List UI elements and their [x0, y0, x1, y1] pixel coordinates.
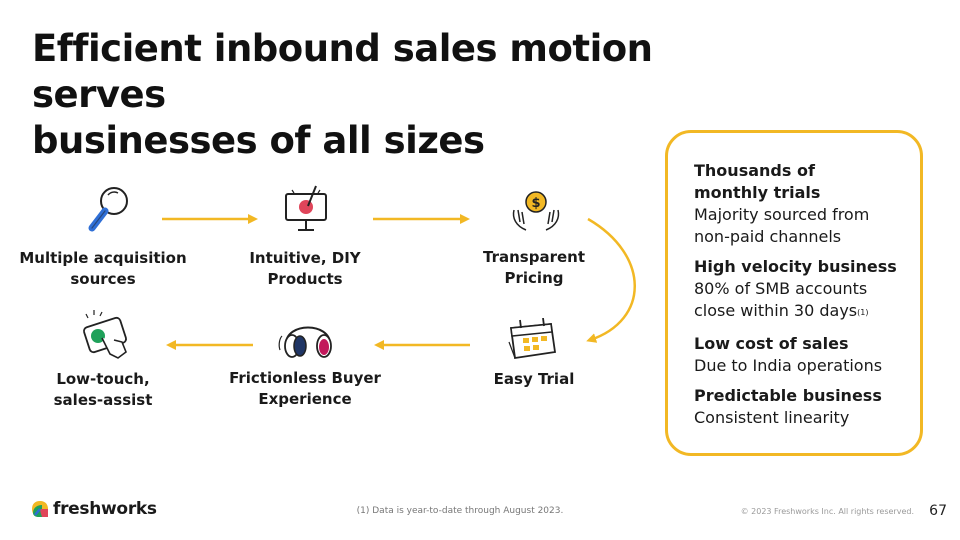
- step-label-line: sales-assist: [53, 391, 153, 409]
- footnote: (1) Data is year-to-date through August …: [356, 506, 564, 516]
- footnote-marker: (1): [857, 308, 869, 317]
- title-line-1: Efficient inbound sales motion serves: [32, 27, 653, 116]
- highlight-body: 80% of SMB accounts: [694, 279, 868, 298]
- step-transparent-pricing: Transparent Pricing: [449, 247, 619, 289]
- step-label-line: Multiple acquisition: [19, 249, 187, 267]
- highlight-body-with-footnote: close within 30 days(1): [694, 300, 914, 325]
- highlight-heading: monthly trials: [694, 183, 821, 202]
- hands-coin-icon: $: [512, 191, 560, 231]
- touch-screen-icon: [83, 310, 127, 359]
- headphones-icon: [278, 326, 332, 358]
- highlights-text: Thousands of monthly trials Majority sou…: [694, 160, 914, 429]
- copyright: © 2023 Freshworks Inc. All rights reserv…: [740, 507, 914, 516]
- step-label-line: Pricing: [504, 269, 564, 287]
- highlight-body: Majority sourced from: [694, 205, 870, 224]
- step-label-line: Low-touch,: [56, 370, 150, 388]
- step-label-line: Transparent: [483, 248, 585, 266]
- highlight-heading: Predictable business: [694, 386, 882, 405]
- freshworks-logo-icon: [32, 501, 48, 517]
- title-line-2: businesses of all sizes: [32, 119, 485, 162]
- arrow-pricing-to-trial: [586, 217, 636, 343]
- step-label-line: Experience: [258, 390, 352, 408]
- highlight-body: Due to India operations: [694, 356, 883, 375]
- highlight-heading: High velocity business: [694, 257, 897, 276]
- page-number: 67: [929, 503, 947, 519]
- step-label-line: Intuitive, DIY: [249, 249, 361, 267]
- step-label-line: Easy Trial: [493, 370, 575, 388]
- step-low-touch-sales-assist: Low-touch, sales-assist: [18, 369, 188, 411]
- logo-wordmark: freshworks: [53, 499, 157, 519]
- magnifier-icon: [88, 187, 128, 232]
- step-multiple-acquisition-sources: Multiple acquisition sources: [18, 248, 188, 290]
- highlight-body: non-paid channels: [694, 227, 842, 246]
- step-label-line: sources: [70, 270, 136, 288]
- calendar-icon: [508, 318, 557, 360]
- step-intuitive-diy-products: Intuitive, DIY Products: [220, 248, 390, 290]
- highlights-panel: [665, 130, 923, 456]
- step-frictionless-buyer-experience: Frictionless Buyer Experience: [220, 368, 390, 410]
- monitor-pen-icon: [285, 185, 327, 231]
- slide-title: Efficient inbound sales motion serves bu…: [32, 26, 792, 164]
- svg-text:$: $: [531, 196, 540, 211]
- step-label-line: Frictionless Buyer: [229, 369, 381, 387]
- highlight-heading: Low cost of sales: [694, 334, 849, 353]
- step-easy-trial: Easy Trial: [449, 369, 619, 390]
- step-label-line: Products: [267, 270, 343, 288]
- highlight-body: Consistent linearity: [694, 408, 850, 427]
- freshworks-logo: freshworks: [30, 499, 157, 519]
- highlight-heading: Thousands of: [694, 161, 815, 180]
- highlight-body: close within 30 days: [694, 301, 858, 320]
